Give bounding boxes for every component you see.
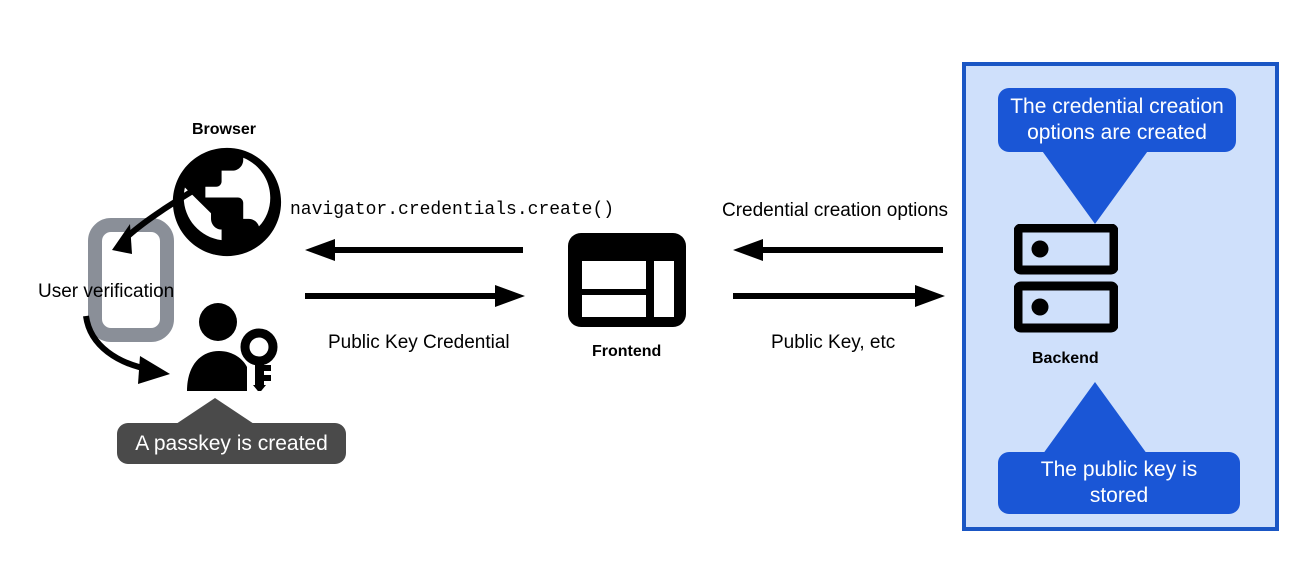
arrow-frontend-to-backend [733, 285, 945, 307]
public-key-stored-callout-tail [1040, 382, 1150, 458]
smartphone-icon [88, 218, 174, 342]
browser-to-device-arrow [112, 181, 206, 254]
person-with-key-icon [187, 303, 278, 391]
credential-options-callout: The credential creation options are crea… [998, 88, 1236, 152]
device-to-user-arrow [83, 315, 170, 384]
frontend-label: Frontend [592, 343, 662, 360]
arrow-backend-to-frontend [733, 239, 943, 261]
globe-icon [172, 147, 282, 257]
server-rack-icon [1014, 224, 1118, 333]
backend-label: Backend [1032, 350, 1099, 367]
passkey-created-tooltip-text: A passkey is created [135, 431, 328, 455]
edge-label-public-key-etc: Public Key, etc [771, 332, 896, 353]
edge-label-navigator-credentials-create: navigator.credentials.create() [290, 200, 615, 220]
passkey-created-tooltip: A passkey is created [117, 423, 346, 464]
dashboard-layout-icon [568, 233, 686, 327]
public-key-stored-callout-text: The public key is stored [1040, 458, 1198, 507]
passkey-created-tooltip-tail [170, 398, 260, 428]
arrow-browser-to-frontend [305, 285, 525, 307]
credential-options-callout-tail [1040, 148, 1150, 224]
arrow-frontend-to-browser [305, 239, 523, 261]
public-key-stored-callout: The public key is stored [998, 452, 1240, 514]
browser-label: Browser [192, 121, 257, 138]
user-verification-label: User verification [38, 281, 175, 302]
edge-label-public-key-credential: Public Key Credential [328, 332, 510, 353]
edge-label-credential-creation-options: Credential creation options [722, 200, 949, 221]
credential-options-callout-text: The credential creation options are crea… [1010, 95, 1224, 144]
